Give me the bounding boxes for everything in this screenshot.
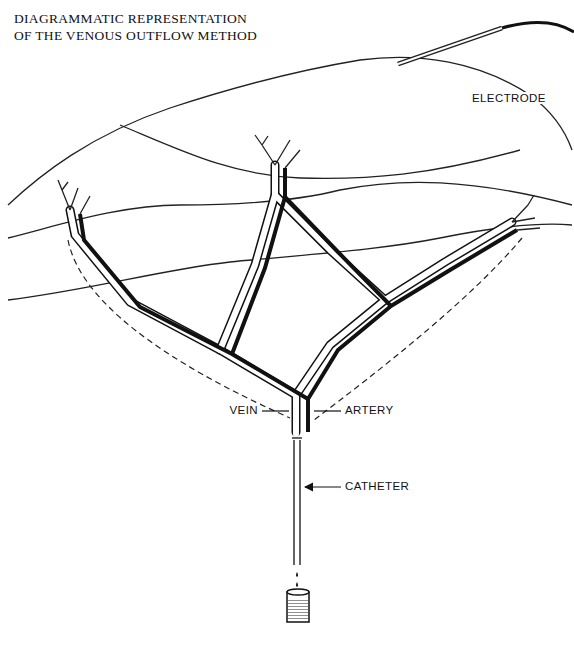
vein-vessels (70, 165, 512, 434)
leader-lines (262, 411, 341, 487)
electrode-label: ELECTRODE (470, 92, 548, 104)
diagram-title: DIAGRAMMATIC REPRESENTATION OF THE VENOU… (14, 10, 264, 44)
electrode (398, 22, 574, 64)
vein-label: VEIN (228, 404, 260, 416)
catheter-label: CATHETER (343, 480, 411, 492)
collecting-beaker (287, 589, 309, 622)
vessel-tips (58, 135, 540, 230)
dashed-outline (68, 238, 522, 420)
artery-vessels (80, 168, 517, 432)
muscle-outline (8, 57, 572, 300)
artery-label: ARTERY (343, 404, 396, 416)
catheter (292, 438, 302, 587)
